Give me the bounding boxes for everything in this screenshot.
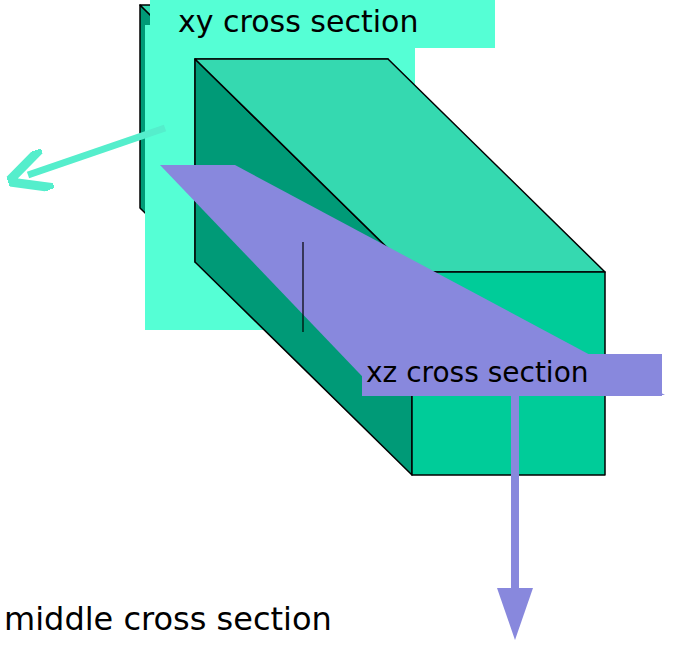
section-label: xy cross section	[178, 4, 418, 40]
section-label: xz cross section	[366, 356, 589, 390]
xz-plane-label-patch	[362, 354, 662, 396]
xy-normal-arrow	[28, 128, 165, 175]
xy-plane-label-patch	[150, 0, 495, 48]
xz-plane	[160, 165, 665, 395]
xz-normal-arrow	[511, 396, 519, 590]
cut-edge	[302, 242, 303, 332]
section-label: middle cross section	[4, 600, 332, 638]
xz-arrow-head	[497, 588, 533, 640]
